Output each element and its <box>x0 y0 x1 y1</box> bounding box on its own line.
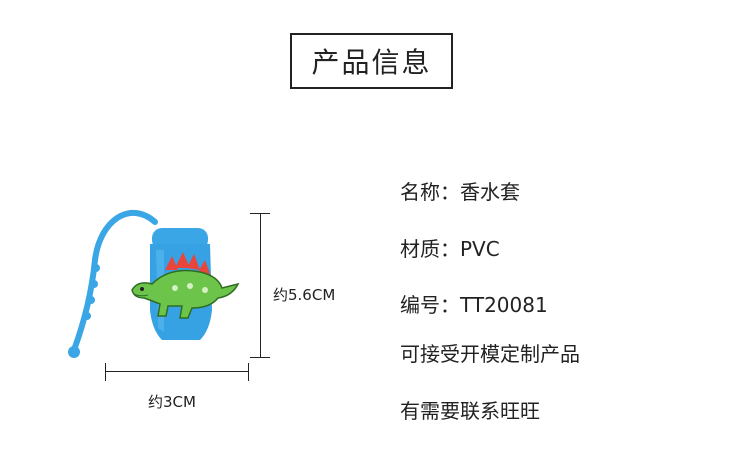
height-dim-label: 约5.6CM <box>273 286 336 304</box>
width-dim-right-tick <box>248 363 249 381</box>
info-contact: 有需要联系旺旺 <box>400 399 540 423</box>
section-title: 产品信息 <box>311 46 432 79</box>
info-custom: 可接受开模定制产品 <box>400 342 580 366</box>
width-dim-label: 约3CM <box>148 393 196 411</box>
height-dim-bottom-tick <box>250 357 270 358</box>
product-image <box>68 209 240 358</box>
section-title-box: 产品信息 <box>290 33 453 89</box>
height-dim-line <box>260 213 261 358</box>
width-dim-line <box>105 371 249 372</box>
info-code: 编号：TT20081 <box>400 293 548 317</box>
info-material: 材质：PVC <box>400 237 500 261</box>
width-dim-left-tick <box>105 363 106 381</box>
info-name: 名称：香水套 <box>400 180 520 204</box>
